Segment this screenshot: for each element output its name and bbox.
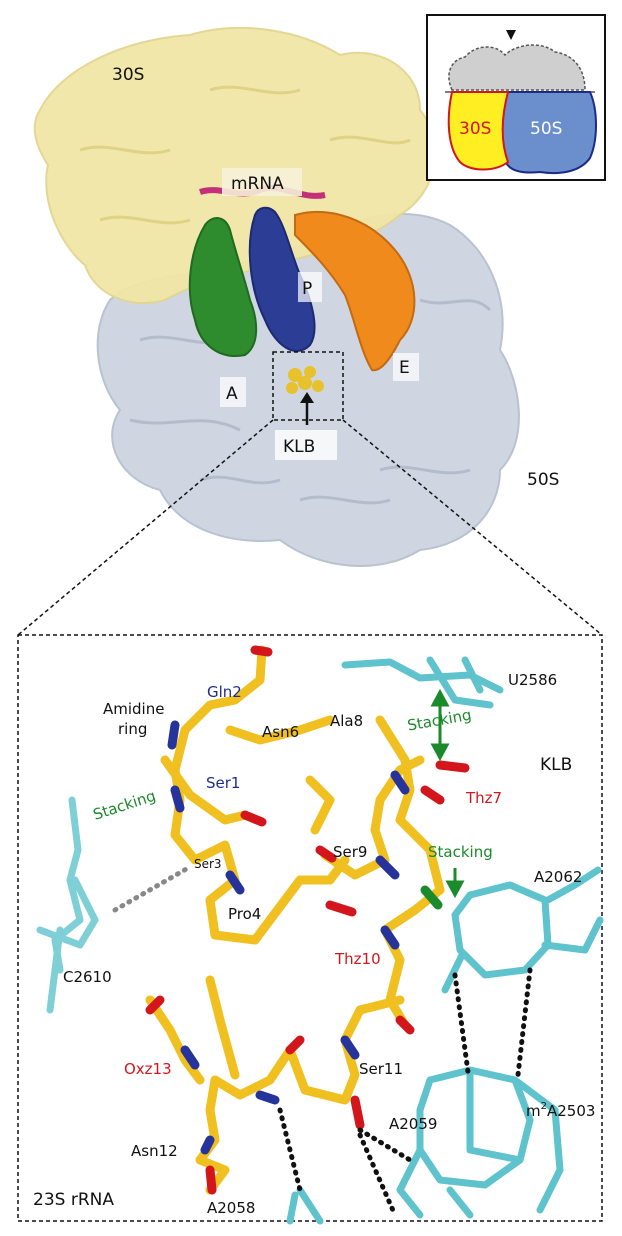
peptide-backbone-5 [145,975,240,1085]
label-a2062: A2062 [534,868,582,886]
label-a2503-prefix: m [526,1102,541,1120]
label-a2059: A2059 [389,1115,437,1133]
sulfur-atoms [420,885,443,910]
oxygen-atoms [145,645,470,1195]
inset-30s-shape [447,91,510,171]
label-asn12: Asn12 [131,1142,178,1160]
hbond-3 [357,1127,413,1163]
label-a2503-name: A2503 [547,1102,595,1120]
label-p-site: P [302,279,312,299]
p-label-bg [298,272,322,302]
binding-site-panel: Gln2 Amidine ring Asn6 Ala8 Ser1 Thz7 Se… [17,634,604,1225]
klb-label-bg [275,430,337,460]
label-a2503-superscript: 2 [541,1101,547,1112]
hbond-5 [277,1107,303,1193]
label-c2610: C2610 [63,968,112,986]
a-site-trna [188,217,258,357]
stacking-arrowhead-2 [445,880,465,899]
label-u2586: U2586 [508,671,557,689]
stacking-arrowhead-1a [430,688,450,707]
label-oxz13: Oxz13 [124,1060,172,1078]
peptide-backbone-2 [160,715,335,835]
label-a-site: A [226,384,238,404]
a-label-bg [220,377,246,407]
label-50s: 50S [527,470,559,490]
label-23s-rrna: 23S rRNA [33,1190,114,1210]
hydrogen-bonds [277,967,533,1218]
inset-label-50s: 50S [530,119,562,139]
label-e-site: E [399,358,410,378]
klb-zoom-box [272,351,344,421]
label-ring: ring [118,720,147,738]
label-ala8: Ala8 [330,712,363,730]
hbond-2 [515,967,533,1078]
klb-peptide [145,645,470,1195]
hbond-grey [112,865,191,913]
a2058-base [286,1186,324,1225]
a2059-a2503-bases [396,1066,564,1219]
hbond-1 [452,972,471,1075]
peptide-backbone-3 [320,715,445,1030]
klb-molecule [286,366,324,394]
zoom-line-right [342,419,603,636]
u2586-base [341,656,504,709]
label-ser1: Ser1 [206,774,240,792]
label-klb-bottom: KLB [540,755,572,775]
label-gln2: Gln2 [207,683,242,701]
c2610-base [36,796,99,1014]
label-ser3: Ser3 [194,857,222,871]
inset-ghost-shape [448,44,586,91]
p-site-trna [248,206,316,352]
label-a2503: m2A2503 [526,1101,595,1120]
e-label-bg [393,353,419,381]
label-asn6: Asn6 [262,723,299,741]
30s-texture [79,85,411,225]
label-thz7: Thz7 [465,789,502,807]
ribosome-panel: 30S 50S mRNA A P E KLB [33,26,559,567]
rrna-bases [36,656,604,1225]
e-site-trna [294,210,416,372]
50s-texture [129,298,492,505]
label-thz10: Thz10 [334,950,381,968]
orientation-inset: 30S 50S [426,14,606,181]
label-ser9: Ser9 [333,843,367,861]
stacking-arrows [430,688,465,899]
label-stacking-3: Stacking [428,843,493,861]
label-klb-top: KLB [283,437,315,457]
label-ser11: Ser11 [359,1060,403,1078]
peptide-backbone-1 [170,645,350,945]
hbond-4 [357,1132,398,1218]
label-mrna: mRNA [231,174,284,194]
inset-label-30s: 30S [459,119,491,139]
klb-arrowhead [300,392,314,403]
mrna-label-bg [222,168,302,196]
stacking-arrowhead-1b [430,743,450,762]
label-30s: 30S [112,65,144,85]
nitrogen-atoms [167,720,410,1155]
label-a2058: A2058 [207,1199,255,1217]
label-pro4: Pro4 [228,905,261,923]
a2062-base [441,866,604,994]
zoom-frame [17,634,603,1222]
label-amidine: Amidine [103,700,164,718]
inset-arrowhead [506,30,516,40]
